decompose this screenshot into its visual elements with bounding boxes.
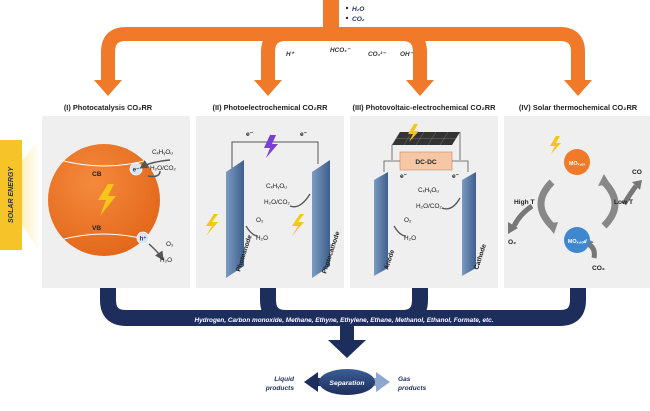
svg-text:e⁻: e⁻ — [133, 168, 140, 174]
panel4-content: MOₓ,ₒₓ MOₓ,ᵣₑ𝒹 High T Low T CO O₂ CO₂ — [508, 136, 642, 272]
p2-h2o: H₂O — [256, 235, 268, 242]
p1-o2: O₂ — [166, 241, 174, 248]
high-t-label: High T — [514, 199, 535, 206]
electron-icon — [129, 162, 143, 176]
gas-label-2: products — [397, 385, 427, 392]
products-list: Hydrogen, Carbon monoxide, Methane, Ethy… — [195, 317, 494, 324]
p3-o2: O₂ — [404, 217, 412, 224]
p2-reactant: H₂O/CO₂ — [264, 199, 290, 206]
panel4-title: (IV) Solar thermochemical CO₂RR — [519, 103, 638, 112]
bolt-right-icon — [292, 214, 304, 236]
p1-product: CₓHᵧOᵤ — [152, 149, 173, 156]
low-t-label: Low T — [614, 199, 633, 206]
panel1-content: CB VB e⁻ h⁺ CₓHᵧOᵤ H₂O/CO₂ O₂ H₂O — [48, 144, 176, 264]
p2-e1: e⁻ — [246, 131, 254, 138]
mo-reduced-circle — [564, 227, 590, 253]
panel3-content: DC-DC e⁻ e⁻ O₂ H₂O CₓHᵧOᵤ H₂O/CO₂ Anode … — [374, 124, 488, 276]
panel3-title: (III) Photovoltaic-electrochemical CO₂RR — [353, 103, 497, 112]
mo-ox-label: MOₓ,ₒₓ — [569, 161, 585, 167]
p3-h2o: H₂O — [404, 235, 416, 242]
p4-co: CO — [632, 169, 642, 176]
ion-h-plus: H⁺ — [286, 51, 295, 58]
p3-e2: e⁻ — [452, 173, 460, 180]
solar-energy-label: SOLAR ENERGY — [8, 166, 15, 223]
p1-h2o: H₂O — [160, 257, 172, 264]
separation-capsule — [319, 369, 375, 395]
bolt-thermo-icon — [550, 136, 561, 154]
purple-bolt-icon — [264, 135, 278, 158]
cathode-electrode — [462, 172, 476, 276]
bolt-left-icon — [206, 214, 218, 236]
p3-product: CₓHᵧOᵤ — [418, 187, 439, 194]
vb-label: VB — [92, 225, 101, 232]
feed-arrows — [94, 0, 592, 96]
panel1-title: (I) Photocatalysis CO₂RR — [64, 103, 153, 112]
gas-label-1: Gas — [398, 376, 411, 383]
panel2-title: (II) Photoelectrochemical CO₂RR — [213, 103, 329, 112]
p2-product: CₓHᵧOᵤ — [266, 183, 287, 190]
solar-energy-bar: SOLAR ENERGY — [0, 140, 38, 250]
hole-icon — [136, 231, 150, 245]
separation-unit: Separation Liquid products Gas products — [265, 369, 427, 395]
cb-label: CB — [92, 171, 102, 178]
panel2-content: e⁻ e⁻ O₂ H₂O CₓHᵧOᵤ H₂O/CO₂ Photoanode P… — [206, 131, 342, 278]
dcdc-label: DC-DC — [415, 159, 436, 166]
p4-co2: CO₂ — [592, 265, 605, 272]
ion-oh: OH⁻ — [400, 51, 414, 58]
feed-co2: CO₂ — [352, 16, 365, 23]
p2-e2: e⁻ — [300, 131, 308, 138]
p3-e1: e⁻ — [400, 173, 408, 180]
feed-labels: H₂O CO₂ — [345, 6, 365, 23]
mo-oxidized-circle — [564, 149, 590, 175]
ion-hco3: HCO₃⁻ — [330, 47, 351, 54]
liquid-label-1: Liquid — [274, 376, 295, 383]
p2-o2: O₂ — [256, 217, 264, 224]
p1-reactant: H₂O/CO₂ — [150, 165, 176, 172]
feed-h2o: H₂O — [352, 6, 365, 13]
ion-labels: H⁺ HCO₃⁻ CO₃²⁻ OH⁻ — [286, 47, 414, 58]
lightning-bolt-icon — [98, 184, 116, 216]
mo-red-label: MOₓ,ᵣₑ𝒹 — [568, 239, 588, 245]
ion-co3: CO₃²⁻ — [368, 51, 386, 58]
svg-text:h⁺: h⁺ — [140, 236, 147, 243]
p4-o2: O₂ — [508, 239, 516, 246]
liquid-label-2: products — [265, 385, 295, 392]
bolt-pv-icon — [408, 124, 419, 142]
photoanode-electrode — [226, 160, 244, 278]
navy-collector — [100, 282, 586, 358]
p3-reactant: H₂O/CO₂ — [416, 203, 442, 210]
separation-label: Separation — [329, 380, 364, 387]
photocathode-electrode — [312, 160, 330, 278]
anode-electrode — [374, 172, 388, 276]
